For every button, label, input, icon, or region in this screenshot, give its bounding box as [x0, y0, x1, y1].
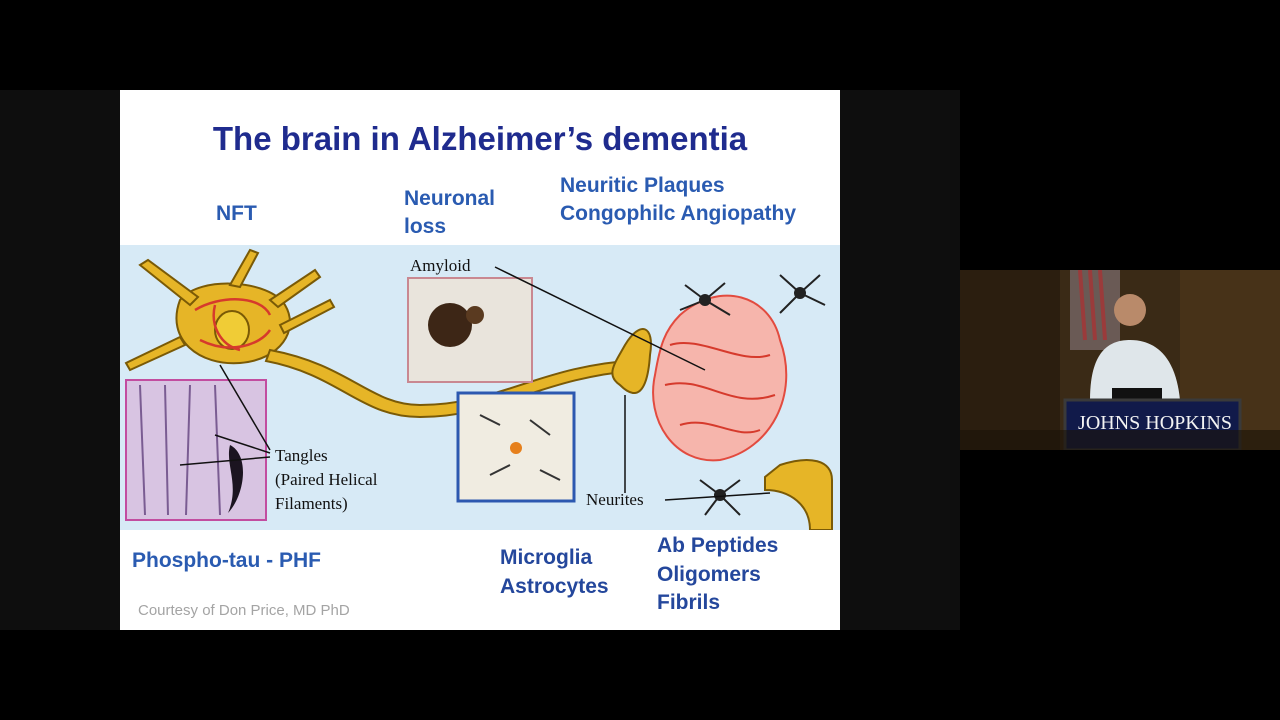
slide-title: The brain in Alzheimer’s dementia — [212, 120, 748, 157]
label-microglia: Microglia — [500, 546, 593, 569]
label-tangles-3: Filaments) — [275, 494, 348, 513]
neuritic-plaque — [652, 294, 788, 462]
label-tangles-2: (Paired Helical — [275, 470, 378, 489]
astrocyte-micrograph — [456, 391, 576, 503]
label-nft: NFT — [216, 202, 257, 225]
label-fibrils: Fibrils — [657, 591, 721, 614]
label-neuronal-loss-1: Neuronal — [404, 187, 496, 210]
label-tangles-1: Tangles — [275, 446, 328, 465]
label-congophilic-angiopathy: Congophilc Angiopathy — [560, 202, 797, 225]
speaker-coat — [1090, 340, 1180, 400]
speaker-scene — [960, 270, 1280, 450]
label-neurites: Neurites — [586, 490, 644, 509]
label-phospho-tau: Phospho-tau - PHF — [132, 549, 321, 572]
label-astrocytes: Astrocytes — [500, 575, 609, 598]
podium-text: JOHNS HOPKINS — [1078, 412, 1232, 434]
slide-credit: Courtesy of Don Price, MD PhD — [138, 602, 350, 619]
amyloid-micrograph — [407, 277, 533, 383]
speaker-video: JOHNS HOPKINS — [960, 270, 1280, 450]
presentation-slide: The brain in Alzheimer’s dementia NFT Ne… — [120, 90, 840, 630]
microglia-cells — [679, 274, 826, 516]
label-amyloid: Amyloid — [410, 256, 471, 275]
tangles-micrograph — [125, 379, 267, 521]
label-ab-peptides: Ab Peptides — [657, 534, 779, 557]
label-neuronal-loss-2: loss — [404, 215, 447, 238]
label-oligomers: Oligomers — [657, 563, 761, 586]
speaker-head — [1114, 294, 1146, 326]
label-neuritic-plaques: Neuritic Plaques — [560, 174, 725, 197]
alzheimers-diagram: Amyloid Tangles (Paired Helical Filament… — [120, 245, 840, 530]
